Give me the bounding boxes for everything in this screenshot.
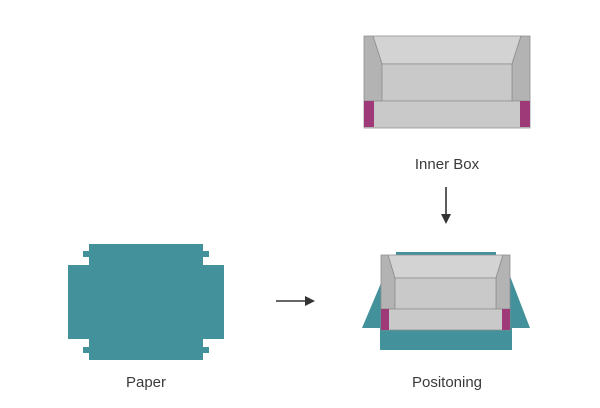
positioned-box-floor bbox=[394, 277, 497, 310]
positioned-box-corner-tab-left bbox=[381, 309, 389, 330]
positioning-label: Positoning bbox=[412, 374, 482, 391]
arrow-down-icon bbox=[441, 187, 451, 224]
inner-box-corner-tab-right bbox=[520, 101, 530, 127]
positioned-box-back-wall bbox=[387, 254, 504, 279]
inner-box-corner-tab-left bbox=[364, 101, 374, 127]
arrow-right-icon bbox=[276, 296, 315, 306]
paper-sheet bbox=[68, 244, 224, 360]
paper-label: Paper bbox=[126, 374, 166, 391]
inner-box bbox=[363, 35, 531, 129]
paper-front-flap bbox=[380, 328, 512, 350]
inner-box-front-wall bbox=[363, 100, 531, 129]
positioned-box-corner-tab-right bbox=[502, 309, 510, 330]
positioning-assembly bbox=[362, 252, 530, 350]
inner-box-label: Inner Box bbox=[415, 156, 480, 173]
inner-box-floor bbox=[381, 63, 513, 102]
paper-left-flap bbox=[362, 276, 385, 328]
inner-box-back-wall bbox=[372, 35, 522, 65]
positioned-box-front-wall bbox=[380, 308, 511, 331]
paper-right-flap bbox=[509, 276, 530, 328]
